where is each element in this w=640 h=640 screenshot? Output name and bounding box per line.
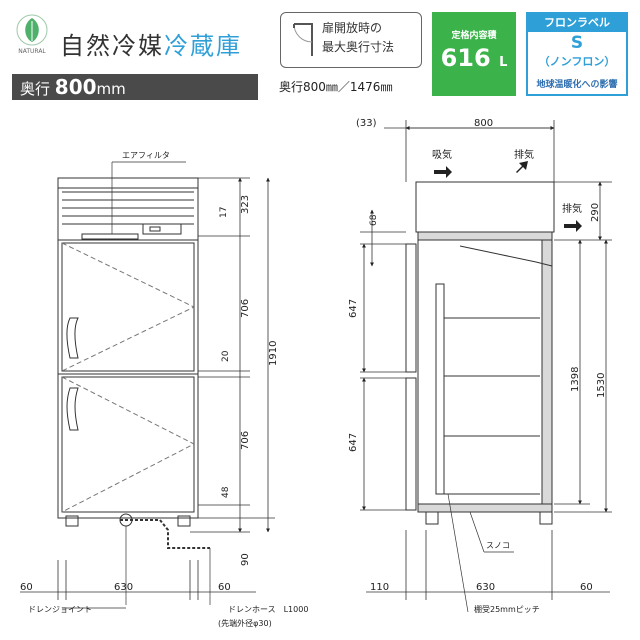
side-dim-68: 68 — [369, 214, 379, 226]
front-dim-323: 323 — [240, 195, 251, 214]
exhaust-top-arrow-icon — [516, 161, 528, 173]
front-foot-right — [177, 515, 191, 527]
side-back-insulation — [541, 235, 553, 507]
intake-label: 吸気 — [432, 148, 452, 161]
drain-hose-label: ドレンホース L1000 — [228, 605, 308, 614]
front-dim-bottom-630: 630 — [114, 582, 133, 593]
side-dim-800: 800 — [474, 118, 493, 129]
depth-unit: mm — [96, 80, 126, 98]
capacity-label: 定格内容積 — [451, 31, 497, 41]
side-dim-647-upper: 647 — [348, 299, 359, 318]
air-filter — [81, 233, 139, 240]
fluoro-label-title: フロンラベル — [528, 14, 626, 32]
side-dim-1530: 1530 — [596, 373, 607, 398]
side-top-insulation — [417, 231, 553, 241]
front-dim-17: 17 — [219, 207, 229, 218]
depth-bar: 奥行 800mm — [12, 74, 258, 100]
front-dim-1910: 1910 — [268, 341, 279, 366]
side-cabinet-outline — [417, 231, 553, 513]
side-machine-top — [415, 181, 555, 233]
exhaust-side-label: 排気 — [562, 202, 582, 215]
depth-label: 奥行 — [20, 80, 51, 98]
intake-arrow-icon — [434, 166, 452, 178]
front-dim-bottom-60-right: 60 — [218, 582, 231, 593]
title-prefix: 自然冷媒 — [60, 32, 164, 60]
side-dim-33: (33) — [356, 118, 377, 129]
drainboard-label: スノコ — [486, 541, 510, 550]
front-dim-90: 90 — [240, 553, 251, 566]
front-dim-706-lower: 706 — [240, 431, 251, 450]
lower-door — [61, 376, 195, 513]
upper-door-swing — [61, 242, 196, 372]
page-title: 自然冷媒冷蔵庫 — [60, 26, 242, 61]
exhaust-side-arrow-icon — [564, 220, 582, 232]
fluoro-footer: 地球温暖化への影響 — [536, 80, 618, 90]
shelf-pitch-label: 棚受25mmピッチ — [474, 604, 540, 614]
drain-hose — [120, 519, 210, 549]
side-bottom-insulation — [417, 503, 553, 513]
air-filter-label: エアフィルタ — [122, 151, 170, 160]
leaf-logo-icon — [16, 14, 48, 46]
capacity-value: 616 L — [432, 44, 516, 72]
door-open-box — [280, 12, 422, 68]
fluoro-sub: （ノンフロン） — [538, 55, 616, 68]
upper-door-handle — [66, 317, 79, 359]
control-panel — [142, 223, 182, 235]
drain-hose-sub: (先端外径φ30) — [218, 618, 272, 628]
side-dim-1398: 1398 — [570, 367, 581, 392]
capacity-unit: L — [499, 55, 508, 70]
side-foot-back — [539, 511, 553, 525]
front-dim-bottom-60-left: 60 — [20, 582, 33, 593]
capacity-number: 616 — [440, 44, 491, 72]
door-open-text: 扉開放時の最大奥行寸法 — [322, 19, 394, 57]
depth-value: 800 — [54, 75, 97, 99]
lower-door-handle — [66, 387, 79, 431]
side-dim-bottom-630: 630 — [476, 582, 495, 593]
side-foot-front — [425, 511, 439, 525]
natural-logo — [14, 12, 50, 58]
drain-joint-label: ドレンジョイント — [28, 605, 92, 614]
upper-door — [61, 242, 195, 372]
door-open-dims: 奥行800㎜／1476㎜ — [279, 80, 393, 94]
door-open-line1: 扉開放時の — [322, 21, 383, 35]
front-dim-706-upper: 706 — [240, 299, 251, 318]
door-open-line2: 最大奥行寸法 — [322, 40, 395, 54]
front-dim-48: 48 — [221, 486, 231, 498]
exhaust-top-label: 排気 — [514, 148, 534, 161]
lower-door-side — [405, 377, 417, 511]
capacity-badge — [432, 12, 516, 96]
front-foot-left — [65, 515, 79, 527]
door-open-icon — [293, 23, 313, 56]
fluoro-grade: S — [570, 33, 584, 53]
front-dim-20: 20 — [221, 350, 231, 362]
side-dim-bottom-110: 110 — [370, 582, 389, 593]
front-view — [57, 177, 210, 549]
side-view-dimensions — [360, 120, 612, 600]
side-dim-290: 290 — [590, 203, 601, 222]
title-accent: 冷蔵庫 — [164, 32, 242, 60]
upper-door-side — [405, 243, 417, 373]
side-view — [405, 181, 555, 525]
front-body-outline — [57, 177, 199, 519]
lower-door-swing — [61, 376, 196, 513]
logo-text: NATURAL — [18, 48, 46, 55]
door-handle-side — [435, 283, 445, 495]
evaporator — [459, 245, 553, 267]
side-dim-647-lower: 647 — [348, 433, 359, 452]
side-dim-bottom-60: 60 — [580, 582, 593, 593]
front-view-dimensions — [20, 177, 275, 600]
